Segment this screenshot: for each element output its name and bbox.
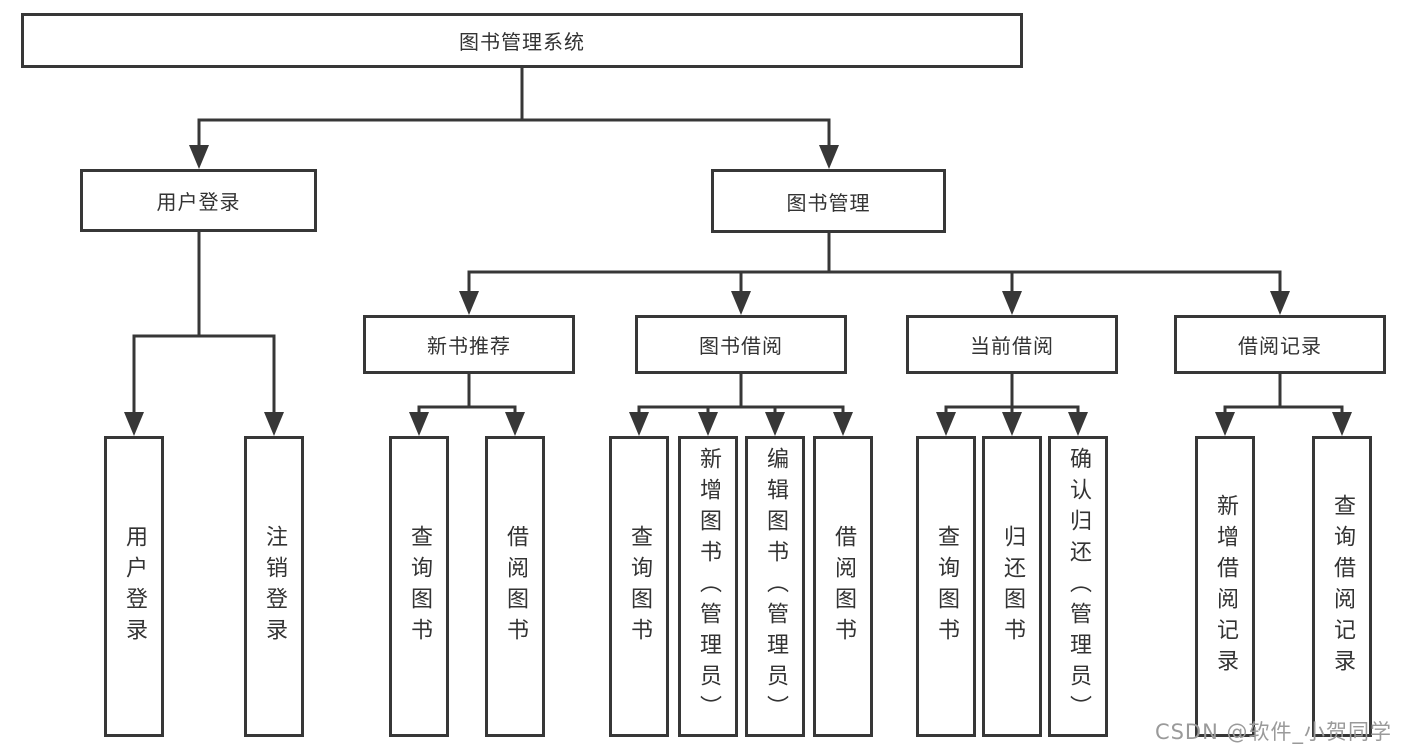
leaf-query-books-current-label: 查询图书 [934, 524, 959, 649]
leaf-query-books-recommend-label: 查询图书 [407, 524, 432, 649]
leaf-query-books-current: 查询图书 [916, 436, 976, 737]
leaf-query-books-borrow: 查询图书 [609, 436, 669, 737]
leaf-query-books-recommend: 查询图书 [389, 436, 449, 737]
leaf-return-book-label: 归还图书 [1000, 524, 1025, 649]
leaf-confirm-return-admin: 确认归还（管理员） [1048, 436, 1108, 737]
leaf-add-book-admin: 新增图书（管理员） [678, 436, 738, 737]
leaf-query-books-borrow-label: 查询图书 [627, 524, 652, 649]
node-user-login: 用户登录 [80, 169, 317, 232]
leaf-borrow-books-recommend: 借阅图书 [485, 436, 545, 737]
arrowheads [124, 145, 1352, 436]
node-new-book-recommend: 新书推荐 [363, 315, 575, 374]
leaf-user-login: 用户登录 [104, 436, 164, 737]
node-book-borrow: 图书借阅 [635, 315, 847, 374]
leaf-query-borrow-record: 查询借阅记录 [1312, 436, 1372, 737]
leaf-add-book-admin-label: 新增图书（管理员） [696, 447, 721, 726]
leaf-edit-book-admin: 编辑图书（管理员） [745, 436, 805, 737]
node-book-management: 图书管理 [711, 169, 946, 233]
leaf-borrow-books: 借阅图书 [813, 436, 873, 737]
leaf-add-borrow-record-label: 新增借阅记录 [1213, 493, 1238, 680]
leaf-query-borrow-record-label: 查询借阅记录 [1330, 493, 1355, 680]
leaf-confirm-return-admin-label: 确认归还（管理员） [1066, 447, 1091, 726]
node-current-borrow: 当前借阅 [906, 315, 1118, 374]
node-borrow-records: 借阅记录 [1174, 315, 1386, 374]
leaf-borrow-books-recommend-label: 借阅图书 [503, 524, 528, 649]
node-library-system: 图书管理系统 [21, 13, 1023, 68]
leaf-edit-book-admin-label: 编辑图书（管理员） [763, 447, 788, 726]
leaf-return-book: 归还图书 [982, 436, 1042, 737]
leaf-add-borrow-record: 新增借阅记录 [1195, 436, 1255, 737]
leaf-logout: 注销登录 [244, 436, 304, 737]
leaf-logout-label: 注销登录 [262, 524, 287, 649]
csdn-watermark: CSDN @软件_小贺同学 [1154, 720, 1392, 744]
leaf-user-login-label: 用户登录 [122, 524, 147, 649]
leaf-borrow-books-label: 借阅图书 [831, 524, 856, 649]
